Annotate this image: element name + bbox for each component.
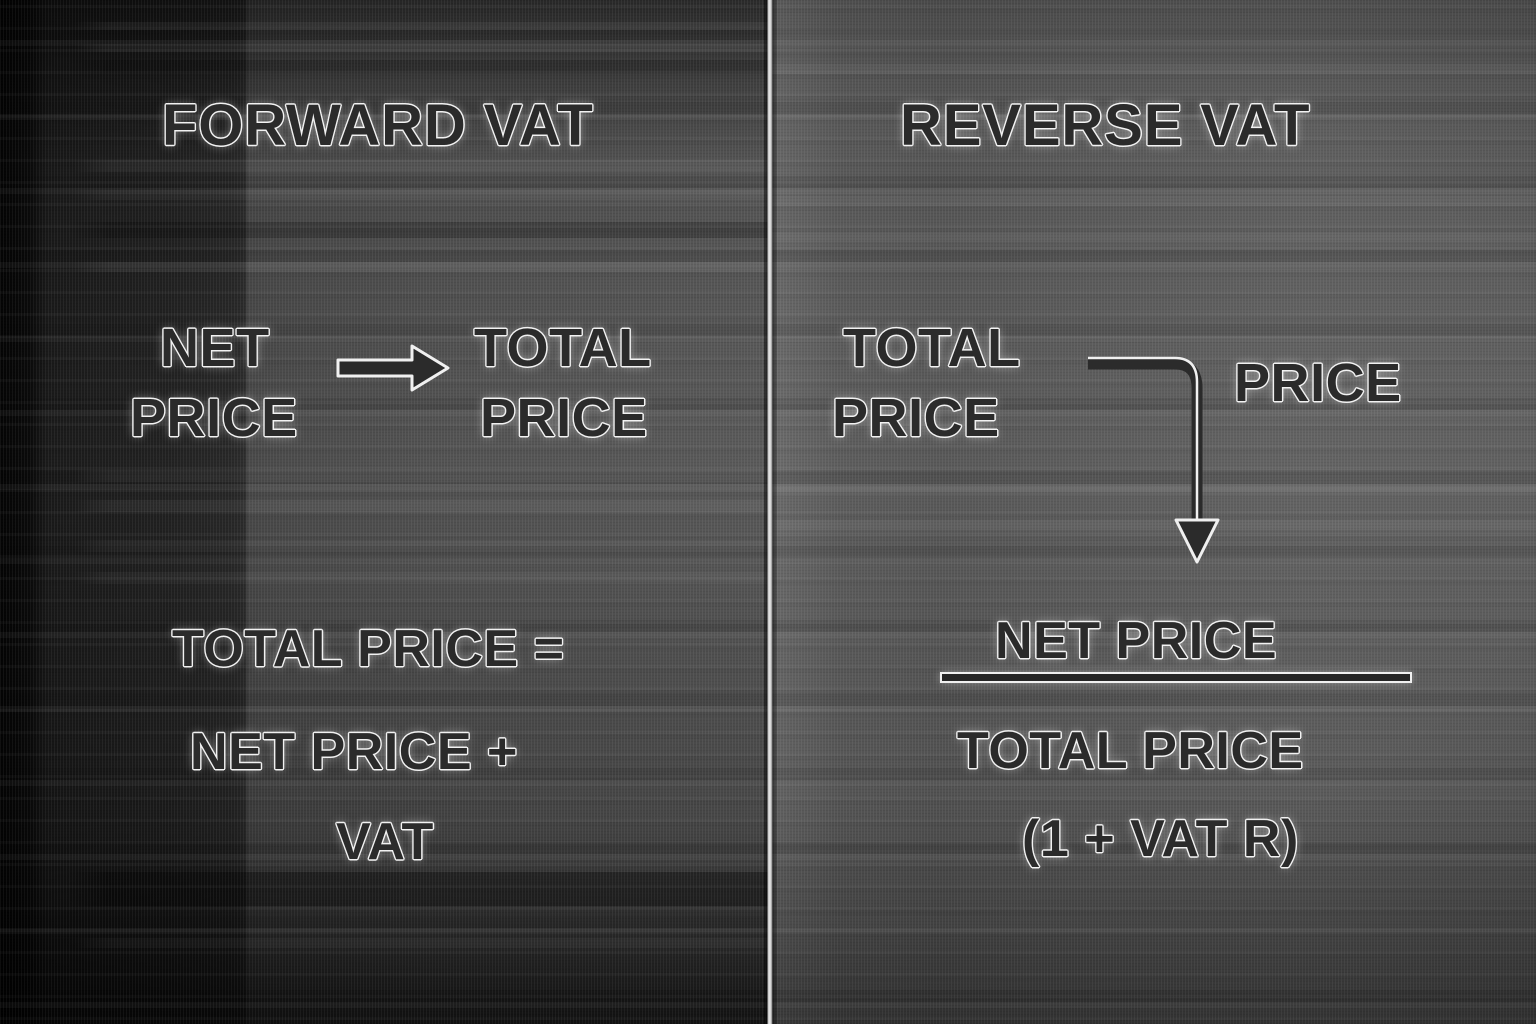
left-flow-source-line2: PRICE	[130, 388, 298, 448]
left-flow-target-line2: PRICE	[480, 388, 648, 448]
right-flow-source-line2: PRICE	[832, 388, 1000, 448]
right-formula-denominator-line1: TOTAL PRICE	[957, 722, 1304, 780]
right-flow-target-label: NET PRICE	[995, 612, 1278, 670]
arrow-right-icon	[336, 344, 450, 392]
left-formula-line1: TOTAL PRICE =	[172, 620, 565, 678]
fraction-bar	[940, 672, 1412, 683]
right-formula-denominator-line2: (1 + VAT R)	[1022, 810, 1299, 868]
right-flow-side-label: PRICE	[1234, 353, 1402, 413]
right-panel-heading: REVERSE VAT	[900, 93, 1311, 158]
left-formula-line2: NET PRICE +	[190, 723, 518, 781]
left-formula-line3: VAT	[336, 813, 434, 871]
left-flow-source-line1: NET	[160, 318, 270, 378]
arrow-elbow-down-icon	[1088, 356, 1220, 564]
panel-divider	[764, 0, 777, 1024]
left-panel-heading: FORWARD VAT	[162, 93, 594, 158]
left-flow-target-line1: TOTAL	[474, 318, 652, 378]
right-flow-source-line1: TOTAL	[843, 318, 1021, 378]
